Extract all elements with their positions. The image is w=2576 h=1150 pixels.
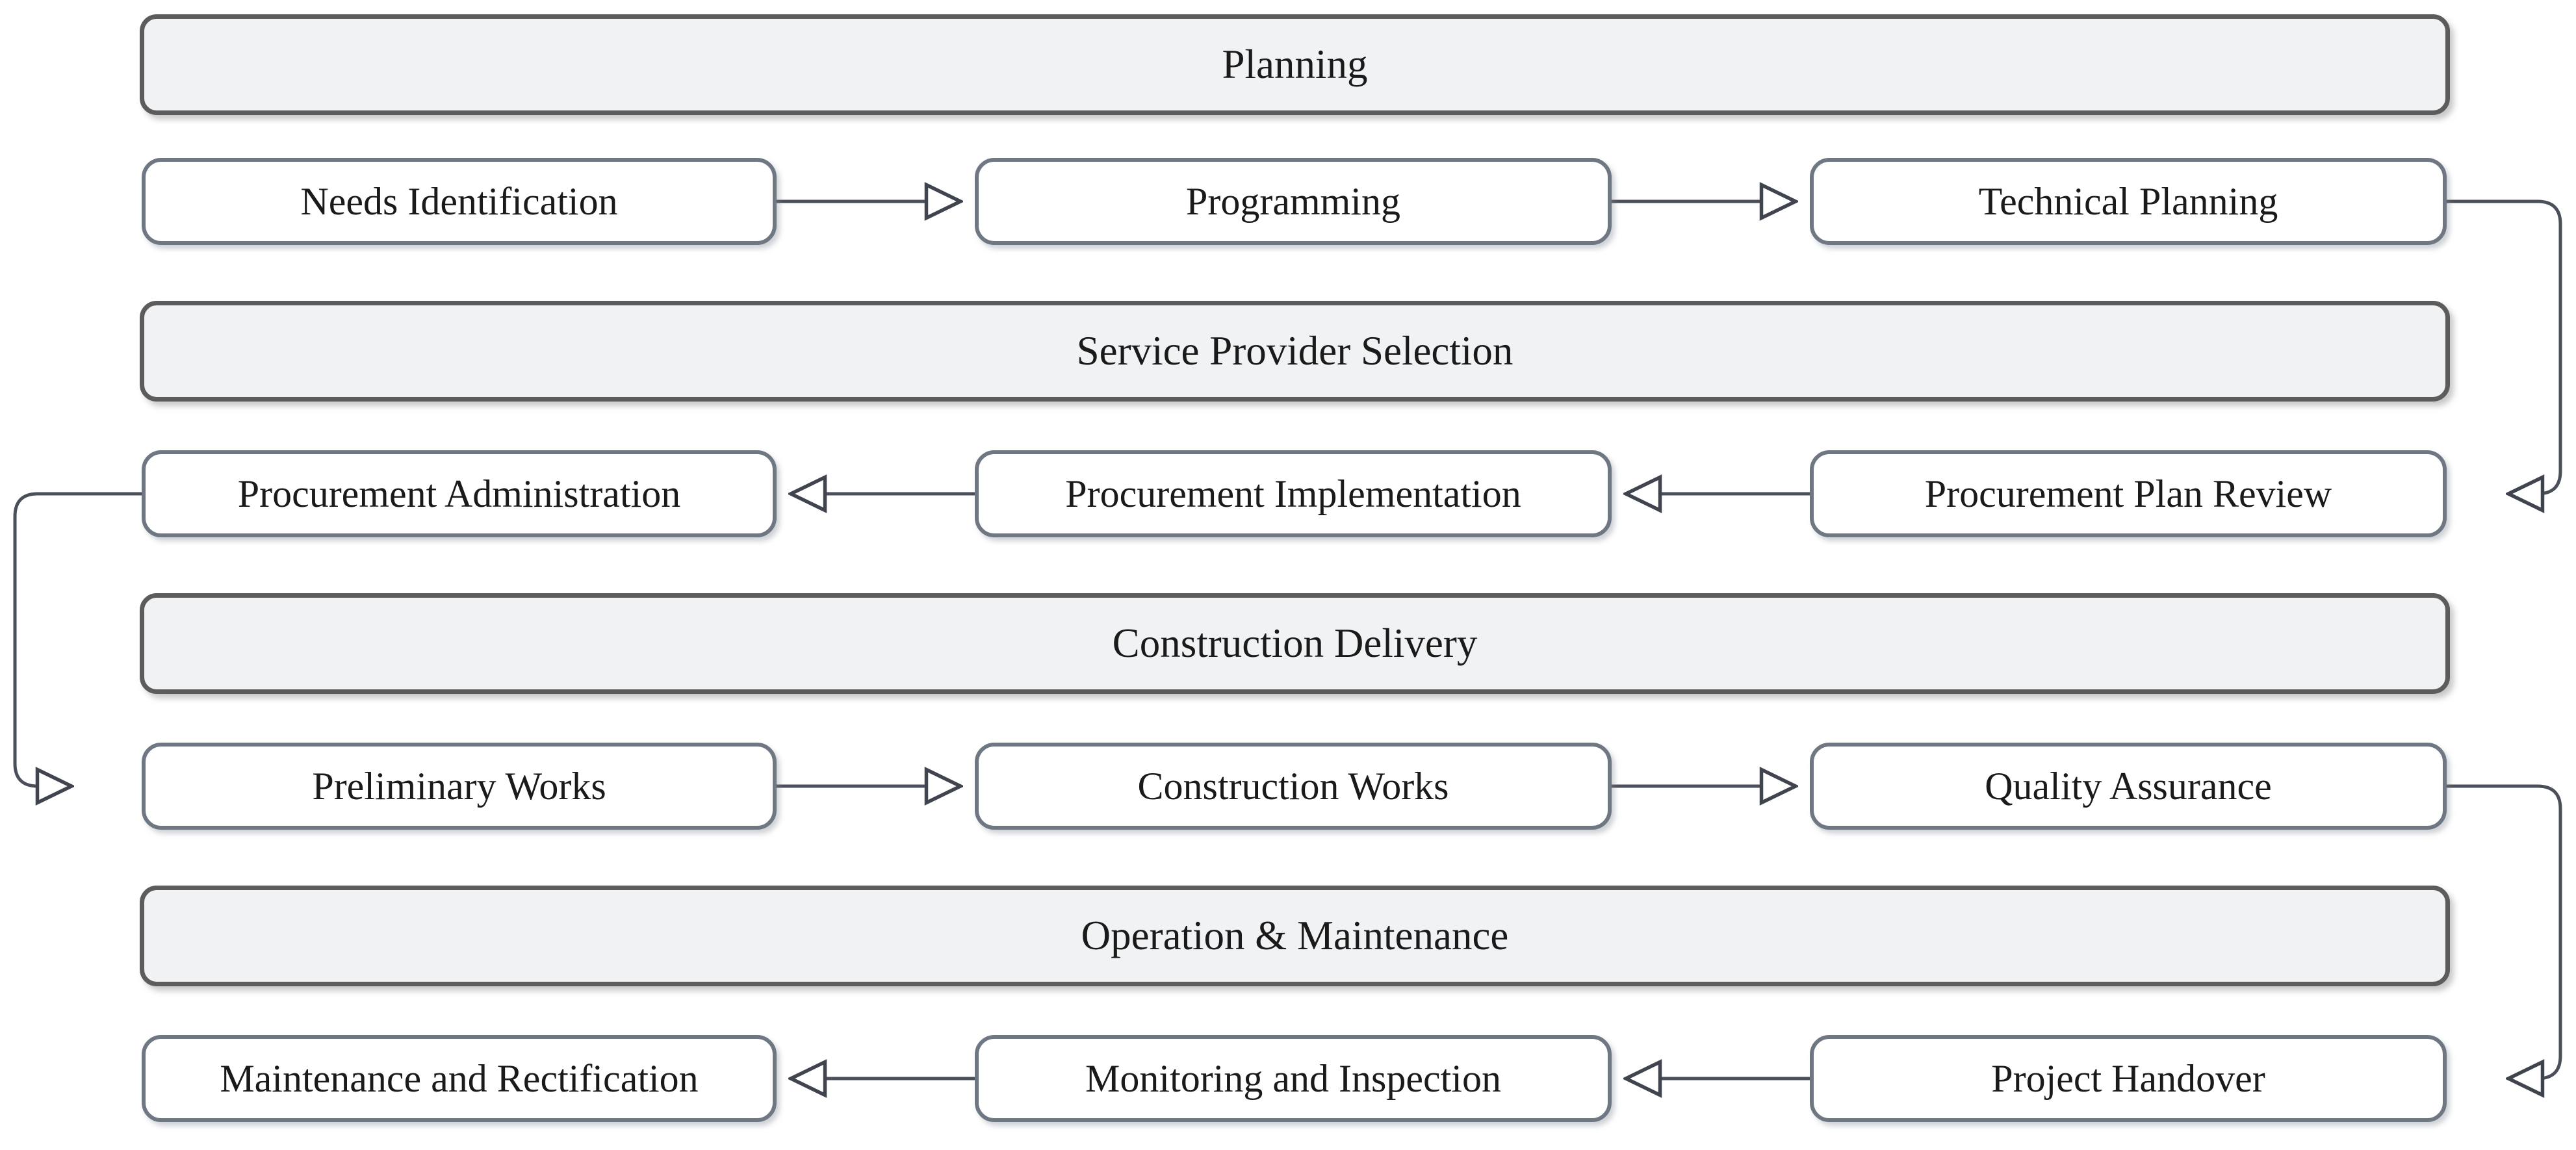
step-box-maintenance-and-rectification[interactable]: Maintenance and Rectification: [142, 1035, 777, 1122]
step-label-programming: Programming: [1186, 179, 1400, 223]
phase-bar-planning[interactable]: Planning: [140, 14, 2450, 115]
step-box-preliminary-works[interactable]: Preliminary Works: [142, 743, 777, 830]
phase-bar-operation-maintenance[interactable]: Operation & Maintenance: [140, 886, 2450, 986]
step-box-quality-assurance[interactable]: Quality Assurance: [1810, 743, 2447, 830]
phase-bar-construction-delivery[interactable]: Construction Delivery: [140, 593, 2450, 694]
step-label-preliminary-works: Preliminary Works: [312, 764, 606, 808]
step-label-construction-works: Construction Works: [1137, 764, 1449, 808]
step-label-maintenance-and-rectification: Maintenance and Rectification: [220, 1056, 699, 1100]
step-box-technical-planning[interactable]: Technical Planning: [1810, 158, 2447, 245]
step-label-needs-identification: Needs Identification: [300, 179, 618, 223]
step-label-quality-assurance: Quality Assurance: [1985, 764, 2272, 808]
step-box-programming[interactable]: Programming: [975, 158, 1612, 245]
phase-label-construction-delivery: Construction Delivery: [1112, 620, 1478, 667]
step-label-procurement-plan-review: Procurement Plan Review: [1924, 472, 2332, 515]
phase-label-operation-maintenance: Operation & Maintenance: [1081, 913, 1509, 959]
step-label-monitoring-and-inspection: Monitoring and Inspection: [1085, 1056, 1501, 1100]
step-box-needs-identification[interactable]: Needs Identification: [142, 158, 777, 245]
step-label-procurement-administration: Procurement Administration: [237, 472, 681, 515]
phase-label-service-provider-selection: Service Provider Selection: [1076, 328, 1513, 374]
step-box-project-handover[interactable]: Project Handover: [1810, 1035, 2447, 1122]
phase-label-planning: Planning: [1222, 42, 1368, 88]
step-box-monitoring-and-inspection[interactable]: Monitoring and Inspection: [975, 1035, 1612, 1122]
step-box-procurement-plan-review[interactable]: Procurement Plan Review: [1810, 450, 2447, 537]
step-label-procurement-implementation: Procurement Implementation: [1065, 472, 1521, 515]
step-label-technical-planning: Technical Planning: [1978, 179, 2278, 223]
step-box-procurement-implementation[interactable]: Procurement Implementation: [975, 450, 1612, 537]
step-box-procurement-administration[interactable]: Procurement Administration: [142, 450, 777, 537]
step-box-construction-works[interactable]: Construction Works: [975, 743, 1612, 830]
phase-bar-service-provider-selection[interactable]: Service Provider Selection: [140, 301, 2450, 402]
step-label-project-handover: Project Handover: [1991, 1056, 2265, 1100]
